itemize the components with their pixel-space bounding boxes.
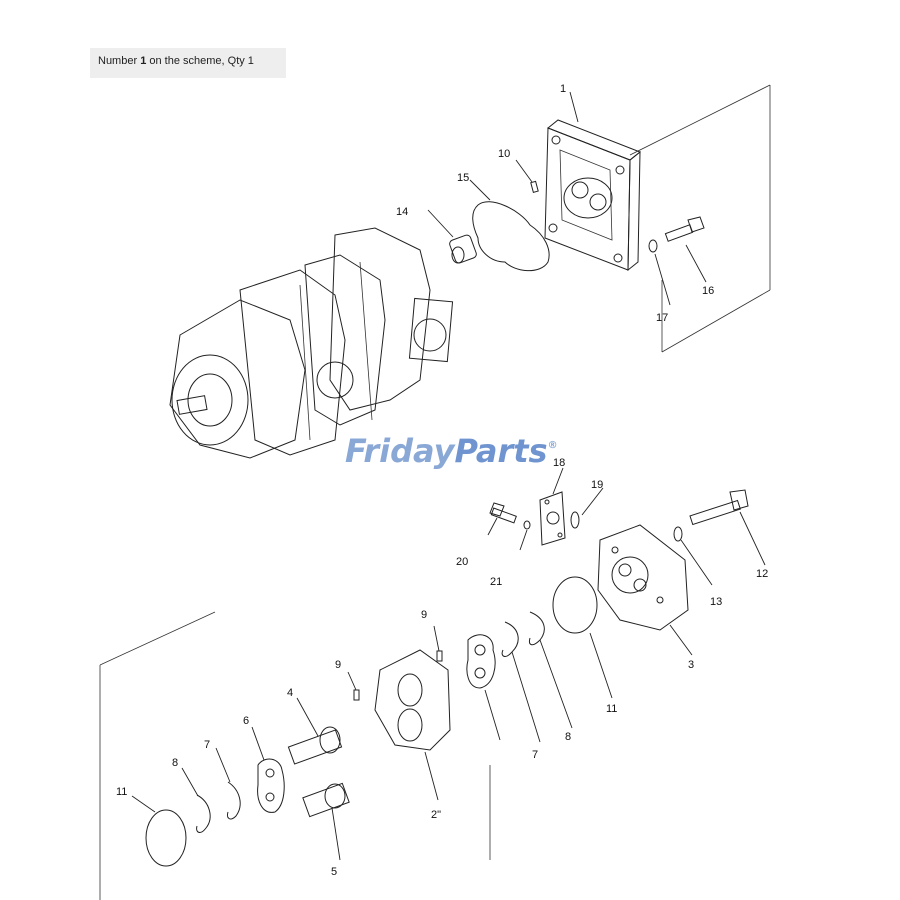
- part-17-washer: [648, 239, 658, 253]
- callout-17: 17: [656, 312, 668, 324]
- part-1-flange-plate: [544, 119, 641, 272]
- callout-2: 2": [431, 809, 441, 821]
- part-6-gear-plate-left: [257, 758, 285, 813]
- callout-21: 21: [490, 576, 502, 588]
- callout-8-left: 8: [172, 757, 178, 769]
- watermark-mark: ®: [548, 440, 558, 451]
- part-9-pin-upper: [436, 650, 443, 662]
- svg-text:FridayParts®: FridayParts®: [345, 432, 558, 470]
- part-7-clip-left: [227, 781, 241, 820]
- callout-7-left: 7: [204, 739, 210, 751]
- fridayparts-watermark-logo: FridayParts®: [345, 432, 558, 470]
- pump-assembly: [169, 227, 454, 459]
- caption-suffix: on the scheme, Qty 1: [146, 55, 254, 67]
- part-5-driven-gear: [302, 782, 350, 818]
- caption-number: 1: [140, 55, 147, 67]
- part-18-cover-plate: [539, 491, 566, 546]
- callout-11-left: 11: [116, 786, 127, 798]
- part-4-drive-gear: [287, 726, 343, 765]
- callout-4: 4: [287, 687, 293, 699]
- callout-20: 20: [456, 556, 468, 568]
- callout-1: 1: [560, 83, 566, 95]
- part-8-clip-left: [196, 794, 211, 833]
- callout-14: 14: [396, 206, 408, 218]
- callout-19: 19: [591, 479, 603, 491]
- callout-7-right: 7: [532, 749, 538, 761]
- part-8-clip-right: [529, 611, 545, 646]
- callout-8-right: 8: [565, 731, 571, 743]
- mounting-plane-bottom: [99, 611, 491, 900]
- scheme-caption: Number 1 on the scheme, Qty 1: [90, 48, 286, 78]
- callout-3: 3: [688, 659, 694, 671]
- part-11-seal-right: [552, 576, 598, 634]
- callout-6: 6: [243, 715, 249, 727]
- part-3-pump-housing: [597, 524, 689, 631]
- part-13-washer: [673, 526, 683, 542]
- part-10-pin: [530, 180, 539, 193]
- part-16-bolt: [664, 216, 705, 242]
- gear-plate-right: [466, 634, 496, 689]
- mounting-plane-top: [629, 84, 771, 353]
- part-19-oring: [570, 511, 580, 529]
- part-11-seal-left: [145, 809, 187, 867]
- part-9-pin-lower: [353, 689, 360, 701]
- leader-lines: [131, 91, 766, 861]
- callout-18: 18: [553, 457, 565, 469]
- part-21-washer: [523, 520, 531, 530]
- part-2-gear-body: [374, 649, 451, 751]
- callout-9-upper: 9: [421, 609, 427, 621]
- part-12-bolt: [689, 489, 749, 526]
- callout-5: 5: [331, 866, 337, 878]
- watermark-parts: Parts: [454, 432, 547, 470]
- watermark-friday: Friday: [345, 432, 456, 470]
- part-14-coupling: [449, 234, 477, 264]
- callout-15: 15: [457, 172, 469, 184]
- callout-10: 10: [498, 148, 510, 160]
- caption-prefix: Number: [98, 55, 141, 67]
- callout-9-lower: 9: [335, 659, 341, 671]
- callout-16: 16: [702, 285, 714, 297]
- callout-labels: 1 10 15 14 16 17 18 19 20 21 12 13 3 11 …: [116, 83, 768, 878]
- callout-13: 13: [710, 596, 722, 608]
- part-7-clip-right: [501, 621, 519, 657]
- part-20-bolt: [489, 502, 517, 524]
- callout-11-right: 11: [606, 703, 617, 715]
- part-15-gasket: [472, 201, 550, 272]
- callout-12: 12: [756, 568, 768, 580]
